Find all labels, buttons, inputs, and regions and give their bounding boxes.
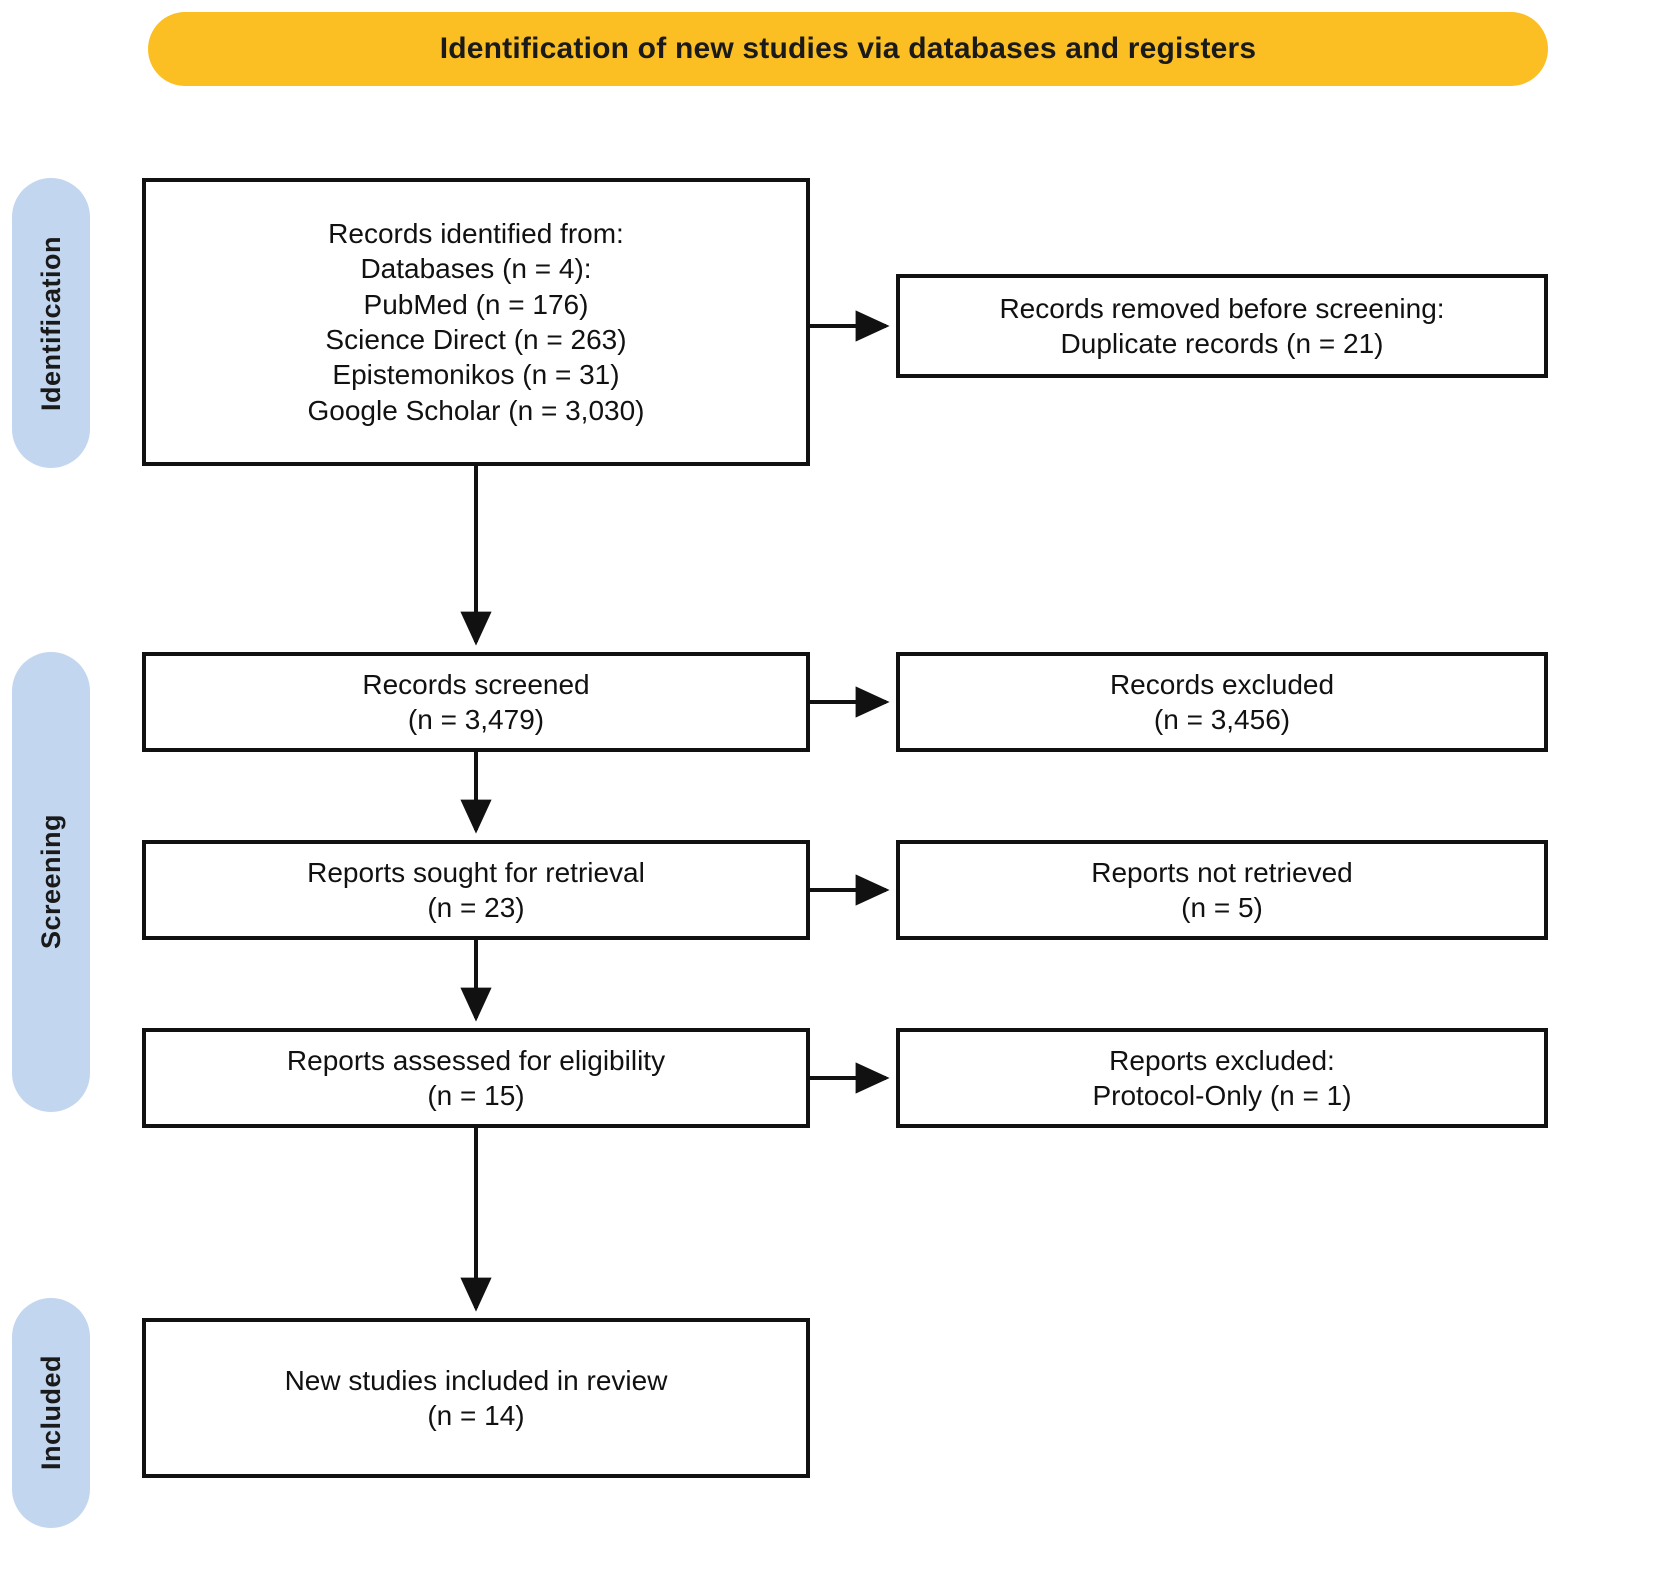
box-records-removed-before-screening: Records removed before screening: Duplic… xyxy=(896,274,1548,378)
box-new-studies-included: New studies included in review (n = 14) xyxy=(142,1318,810,1478)
stage-bar-included: Included xyxy=(12,1298,90,1528)
box-line: (n = 23) xyxy=(427,892,525,923)
box-line: PubMed (n = 176) xyxy=(363,288,589,320)
box-line: Reports excluded: xyxy=(1109,1044,1335,1076)
box-line: (n = 14) xyxy=(427,1400,525,1431)
box-line: Reports not retrieved xyxy=(1091,856,1353,888)
box-records-identified: Records identified from: Databases (n = … xyxy=(142,178,810,466)
stage-bar-screening: Screening xyxy=(12,652,90,1112)
box-line: Reports assessed for eligibility xyxy=(286,1044,666,1076)
box-reports-not-retrieved: Reports not retrieved (n = 5) xyxy=(896,840,1548,940)
box-line: Duplicate records (n = 21) xyxy=(1060,328,1384,359)
diagram-header-banner: Identification of new studies via databa… xyxy=(148,12,1548,86)
box-line: Records screened xyxy=(362,668,590,700)
stage-label-identification: Identification xyxy=(35,235,66,411)
box-line: Databases (n = 4): xyxy=(360,253,592,285)
box-line: Protocol-Only (n = 1) xyxy=(1092,1080,1352,1111)
box-line: (n = 3,456) xyxy=(1153,704,1291,735)
box-line: Records removed before screening: xyxy=(999,292,1445,324)
stage-label-included: Included xyxy=(35,1355,66,1471)
diagram-title: Identification of new studies via databa… xyxy=(439,32,1257,65)
box-line: (n = 3,479) xyxy=(407,704,545,735)
stage-label-screening: Screening xyxy=(35,814,66,950)
box-line: Google Scholar (n = 3,030) xyxy=(307,394,645,426)
stage-bar-identification: Identification xyxy=(12,178,90,468)
box-records-screened: Records screened (n = 3,479) xyxy=(142,652,810,752)
box-line: Science Direct (n = 263) xyxy=(325,324,627,355)
box-line: Reports sought for retrieval xyxy=(307,856,645,888)
box-reports-assessed-for-eligibility: Reports assessed for eligibility (n = 15… xyxy=(142,1028,810,1128)
box-line: Epistemonikos (n = 31) xyxy=(332,359,620,391)
box-reports-sought-for-retrieval: Reports sought for retrieval (n = 23) xyxy=(142,840,810,940)
box-reports-excluded: Reports excluded: Protocol-Only (n = 1) xyxy=(896,1028,1548,1128)
box-line: Records excluded xyxy=(1109,668,1335,700)
box-line: (n = 5) xyxy=(1181,892,1263,923)
box-line: New studies included in review xyxy=(284,1364,668,1396)
box-line: (n = 15) xyxy=(427,1080,525,1111)
box-line: Records identified from: xyxy=(328,218,624,250)
box-records-excluded: Records excluded (n = 3,456) xyxy=(896,652,1548,752)
